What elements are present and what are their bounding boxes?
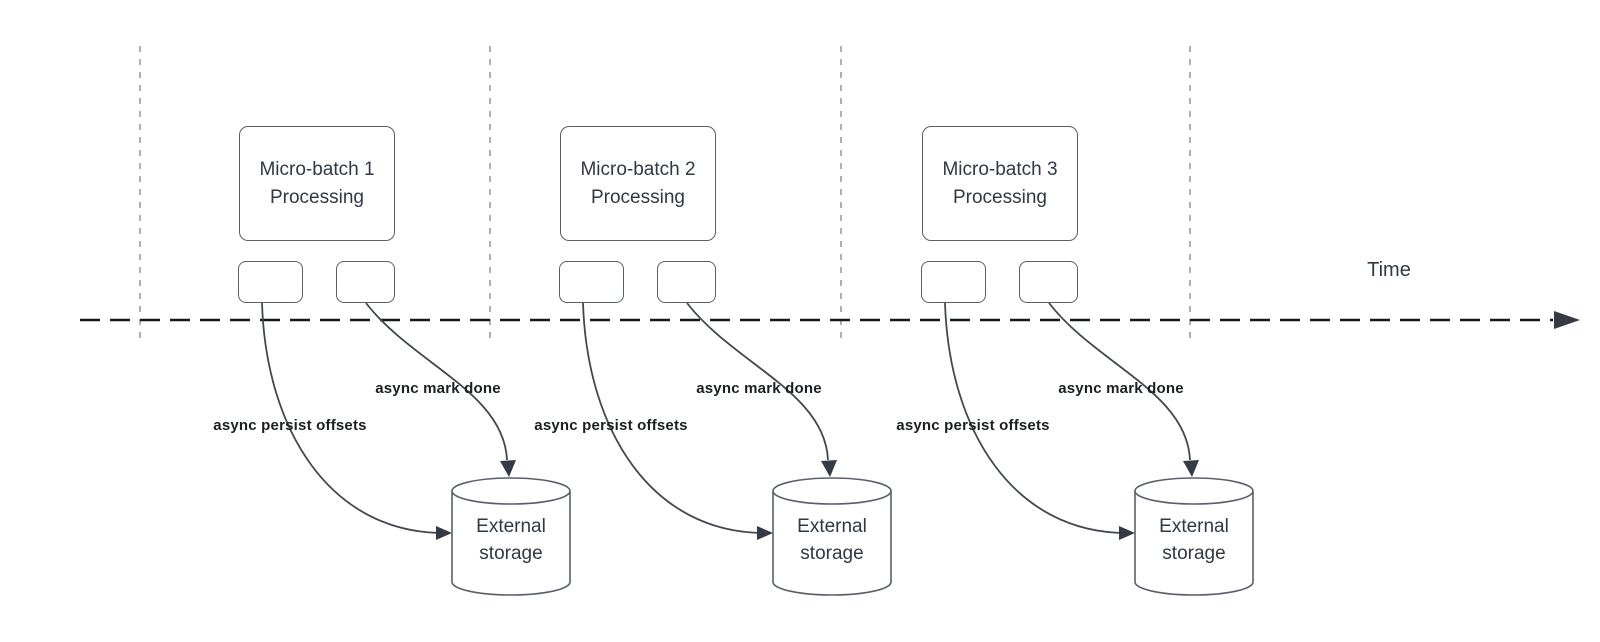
persist-offsets-curve: [261, 302, 445, 534]
mark-done-chip: [336, 261, 395, 303]
persist-offsets-chip: [238, 261, 303, 303]
mark-done-curve: [1048, 302, 1191, 461]
micro-batch-3-box: Micro-batch 3 Processing: [922, 126, 1078, 241]
mark-done-arrowhead: [821, 460, 837, 477]
batch-1-strokes: [261, 302, 571, 596]
persist-offsets-arrowhead: [757, 526, 773, 540]
persist-offsets-label: async persist offsets: [213, 417, 367, 434]
mark-done-label: async mark done: [1058, 380, 1184, 397]
time-axis-arrowhead: [1554, 311, 1580, 329]
external-storage-cylinder: [772, 477, 892, 596]
external-storage-label: External storage: [797, 516, 867, 564]
micro-batch-2-box: Micro-batch 2 Processing: [560, 126, 716, 241]
persist-offsets-chip: [921, 261, 986, 303]
persist-offsets-chip: [559, 261, 624, 303]
micro-batch-3-box-label: Micro-batch 3 Processing: [942, 158, 1058, 208]
mark-done-curve: [686, 302, 829, 461]
batch-2-strokes: [582, 302, 892, 596]
external-storage-cylinder: [451, 477, 571, 596]
persist-offsets-curve: [582, 302, 766, 534]
mark-done-arrowhead: [1183, 460, 1199, 477]
persist-offsets-label: async persist offsets: [896, 417, 1050, 434]
mark-done-arrowhead: [500, 460, 516, 477]
mark-done-chip: [1019, 261, 1078, 303]
persist-offsets-label: async persist offsets: [534, 417, 688, 434]
mark-done-label: async mark done: [375, 380, 501, 397]
micro-batch-1-box-label: Micro-batch 1 Processing: [259, 158, 375, 208]
batch-3-strokes: [944, 302, 1254, 596]
external-storage-label: External storage: [476, 516, 546, 564]
external-storage-cylinder: [1134, 477, 1254, 596]
mark-done-curve: [365, 302, 508, 461]
external-storage-label: External storage: [1159, 516, 1229, 564]
time-axis-label: Time: [1367, 259, 1411, 281]
mark-done-label: async mark done: [696, 380, 822, 397]
persist-offsets-curve: [944, 302, 1128, 534]
mark-done-chip: [657, 261, 716, 303]
persist-offsets-arrowhead: [1119, 526, 1135, 540]
micro-batch-2-box-label: Micro-batch 2 Processing: [580, 158, 696, 208]
persist-offsets-arrowhead: [436, 526, 452, 540]
micro-batch-1-box: Micro-batch 1 Processing: [239, 126, 395, 241]
